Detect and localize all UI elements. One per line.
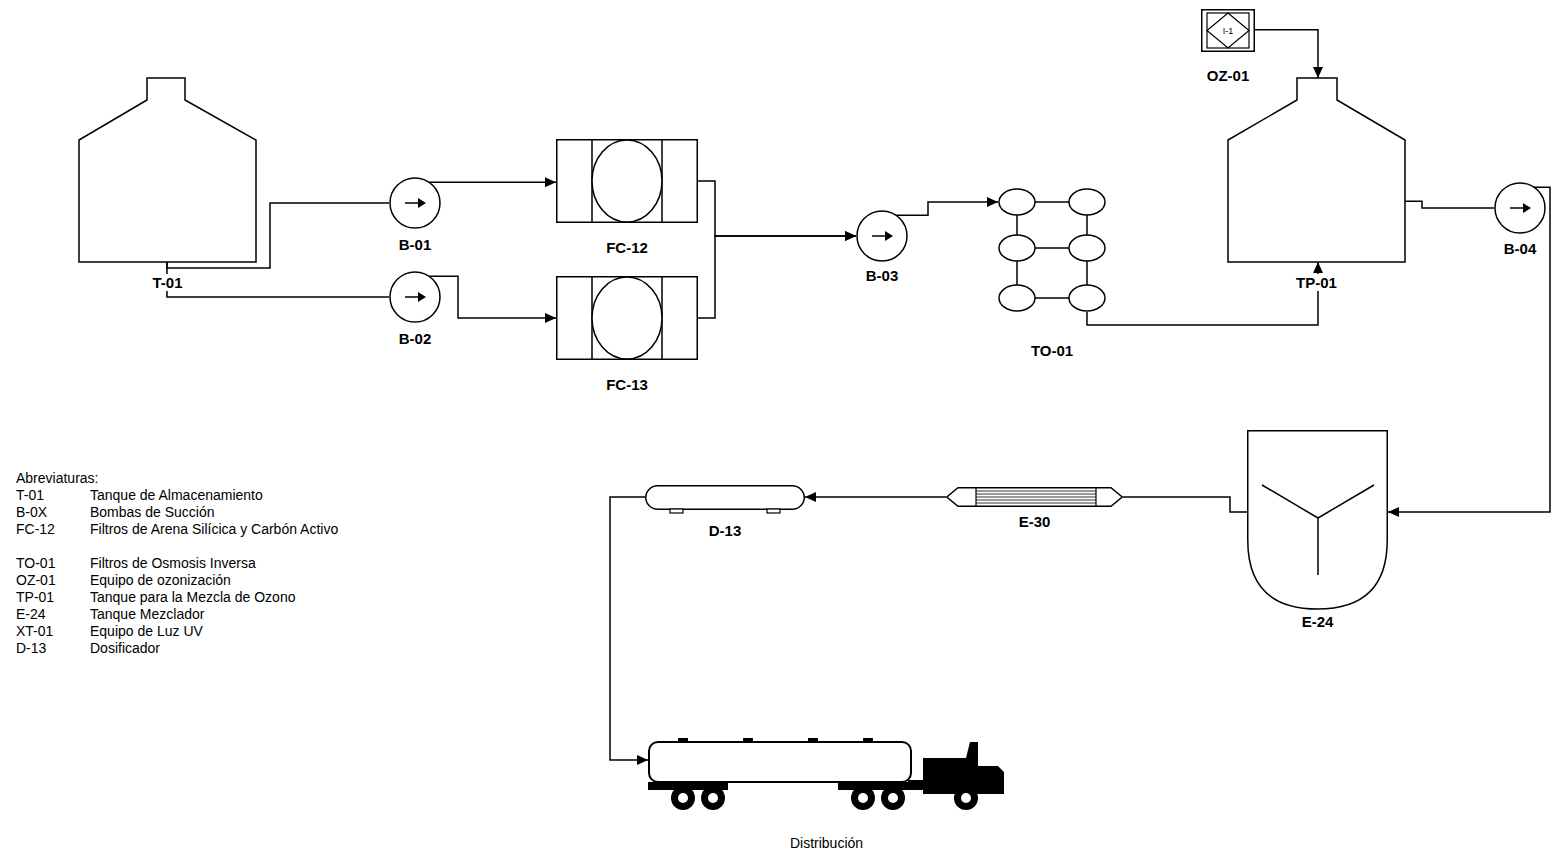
equipment-tag: Distribución [789,835,864,852]
reverse-osmosis-unit-outline [998,188,1106,312]
process-line-path [1405,201,1494,208]
filter-vessel: FC-13 [556,276,698,360]
process-line [698,181,856,241]
ozone-tank-outline [1228,78,1405,262]
legend-heading: Abreviaturas: [16,470,98,487]
process-line-path [698,236,856,318]
legend-description: Tanque para la Mezcla de Ozono [90,589,340,606]
equipment-tag: T-01 [151,274,183,291]
legend-description: Equipo de ozonización [90,572,340,589]
process-line [610,497,648,765]
process-line-path [1388,187,1550,512]
legend-description: Tanque de Almacenamiento [90,487,340,504]
pump-symbol-outline [856,210,908,262]
pump-symbol: B-02 [389,271,441,323]
equipment-tag: OZ-01 [1206,67,1251,84]
legend-description: Equipo de Luz UV [90,623,340,640]
arrow-head [805,492,816,502]
legend-code: OZ-01 [16,572,56,589]
equipment-tag: B-04 [1503,240,1538,257]
process-line [428,177,556,187]
storage-tank: T-01 [79,78,256,262]
filter-vessel-outline [556,139,698,223]
process-line-path [1255,30,1318,78]
arrow-head [845,231,856,241]
pump-symbol-outline [389,271,441,323]
arrow-head [1388,507,1399,517]
process-line [698,231,856,318]
process-line-path [1087,262,1318,325]
process-line [1405,201,1494,208]
legend-code: B-0X [16,504,47,521]
equipment-tag: E-24 [1301,613,1335,630]
arrow-head [987,197,998,207]
arrow-head [545,313,556,323]
process-line-path [610,497,648,760]
legend-description: Filtros de Arena Silícica y Carbón Activ… [90,521,340,538]
filter-vessel: FC-12 [556,139,698,223]
arrow-head [1313,262,1323,273]
process-line [1255,30,1323,78]
equipment-tag: B-03 [865,267,900,284]
mixing-tank-outline [1247,430,1388,610]
equipment-tag: E-30 [1018,513,1052,530]
inner-tag: I-1 [1223,26,1234,36]
uv-unit-outline [946,487,1123,507]
dosifier: D-13 [645,485,805,510]
legend-code: E-24 [16,606,46,623]
process-line [167,262,389,297]
filter-vessel-outline [556,276,698,360]
legend-description: Bombas de Succión [90,504,340,521]
equipment-tag: B-02 [398,330,433,347]
process-line [1123,497,1247,512]
legend-code: D-13 [16,640,46,657]
legend-description: Tanque Mezclador [90,606,340,623]
process-line-path [895,202,998,215]
equipment-tag: FC-12 [605,239,649,256]
process-line-path [698,181,856,236]
pump-symbol: B-04 [1494,182,1546,234]
arrow-head [545,177,556,187]
legend-code: T-01 [16,487,44,504]
legend-code: TP-01 [16,589,54,606]
uv-unit: E-30 [946,487,1123,507]
equipment-tag: D-13 [708,522,743,539]
process-line [1087,262,1323,325]
process-line [1388,187,1550,517]
arrow-head [845,231,856,241]
reverse-osmosis-unit: TO-01 [998,188,1106,312]
process-line [895,197,998,215]
legend-description: Filtros de Osmosis Inversa [90,555,340,572]
pump-symbol-outline [1494,182,1546,234]
tanker-truck: Distribución [648,738,1005,813]
process-line [428,276,556,323]
arrow-head [637,755,648,765]
legend-code: FC-12 [16,521,55,538]
ozonizer: I-1OZ-01 [1201,9,1255,52]
legend-description: Dosificador [90,640,340,657]
process-line-path [428,181,556,183]
dosifier-outline [645,485,805,510]
arrow-head [1313,67,1323,78]
legend-code: XT-01 [16,623,53,640]
process-line-path [1123,497,1247,512]
process-line [805,492,946,502]
equipment-tag: B-01 [398,236,433,253]
equipment-tag: TP-01 [1295,274,1338,291]
pump-symbol: B-03 [856,210,908,262]
equipment-tag: FC-13 [605,376,649,393]
storage-tank-outline [79,78,256,262]
process-line-path [167,262,389,297]
equipment-tag: TO-01 [1030,342,1074,359]
pump-symbol: B-01 [389,177,441,229]
process-line-path [428,276,556,318]
mixing-tank: E-24 [1247,430,1388,610]
ozone-tank: TP-01 [1228,78,1405,262]
pump-symbol-outline [389,177,441,229]
process-line-path [805,496,946,498]
legend-code: TO-01 [16,555,55,572]
tanker-truck-outline [648,738,1005,813]
